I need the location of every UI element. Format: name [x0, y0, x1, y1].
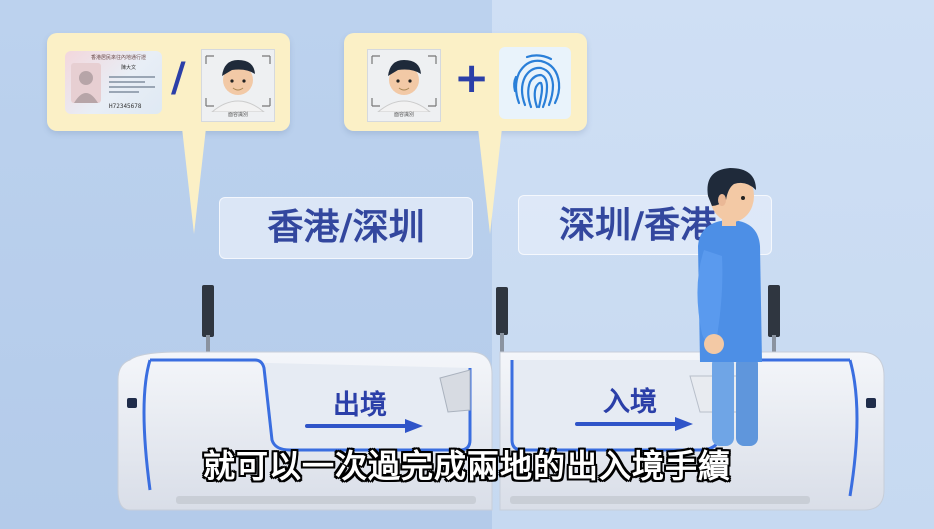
sign-left-text: 香港/深圳 [267, 207, 425, 248]
left-speech-bubble: 香港居民來往內地通行證 陳大文 H72345678 / 面容識別 [47, 33, 290, 131]
scanner-screen-right [768, 285, 780, 355]
scanner-screen-middle [496, 287, 508, 355]
id-card-image: 香港居民來往內地通行證 陳大文 H72345678 [65, 51, 162, 114]
exit-arrow-icon [305, 419, 423, 433]
id-card-header: 香港居民來往內地通行證 [91, 55, 147, 61]
exit-gate-label: 出境 [333, 390, 387, 421]
face-photo-right: 面容識別 [367, 49, 441, 122]
face-caption-right: 面容識別 [393, 112, 414, 118]
face-avatar-icon [371, 55, 437, 113]
sign-right-text: 深圳/香港 [559, 205, 717, 246]
subtitle-caption: 就可以一次過完成兩地的出入境手續 [202, 447, 731, 485]
face-avatar-icon [205, 55, 271, 113]
face-caption-left: 面容識別 [227, 112, 248, 118]
traveler-character [697, 168, 762, 446]
right-bubble-tail [478, 128, 502, 234]
entry-arrow-icon [575, 417, 693, 431]
separator-slash: / [171, 55, 186, 101]
plus-sign: + [454, 53, 490, 102]
fingerprint-icon [499, 47, 571, 119]
id-card-number: H72345678 [109, 103, 142, 110]
gate-machines [117, 351, 885, 511]
right-speech-bubble: 面容識別 + [344, 33, 587, 131]
id-card-name: 陳大文 [121, 65, 137, 71]
left-bubble-tail [182, 128, 206, 234]
id-card-portrait-icon [71, 63, 101, 103]
entry-gate-label: 入境 [603, 387, 657, 418]
scanner-screen-left [202, 285, 214, 355]
id-card-lines [109, 73, 155, 96]
sign-left: 香港/深圳 [219, 197, 473, 259]
face-photo-left: 面容識別 [201, 49, 275, 122]
